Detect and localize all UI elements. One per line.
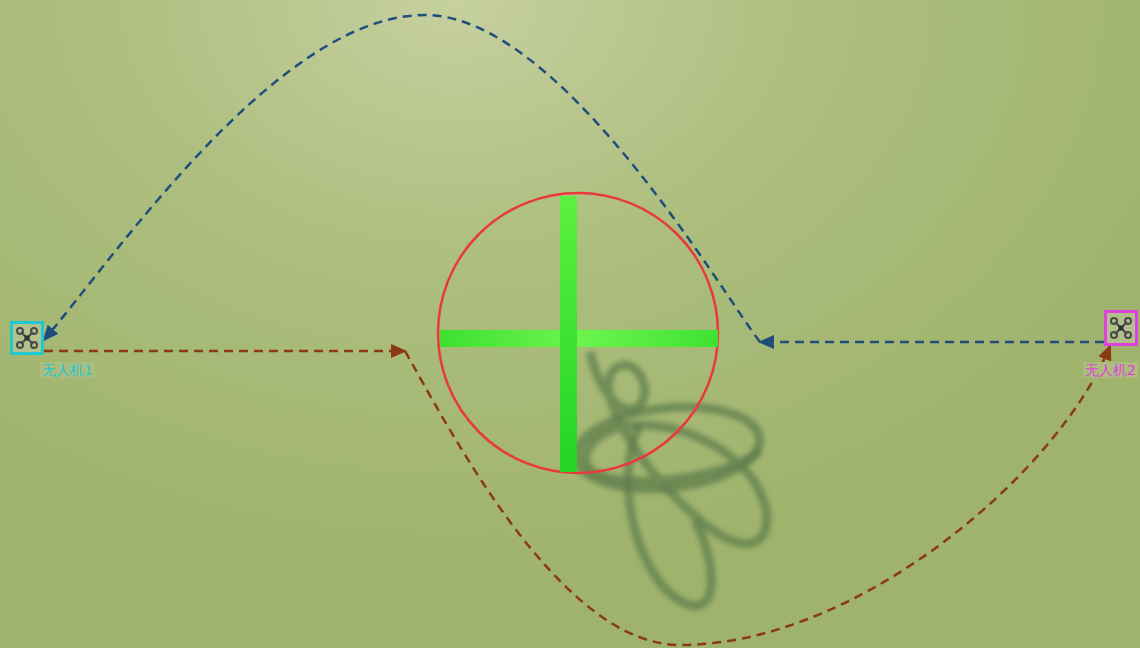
drone-icon: [1107, 313, 1135, 343]
flight-path-segment: [405, 346, 1110, 645]
drone-frame: [10, 321, 44, 355]
drone-label: 无人机1: [40, 362, 95, 378]
drone-icon: [13, 324, 41, 352]
drone-frame: [1104, 310, 1138, 346]
cross-bar: [440, 330, 718, 347]
drone-label: 无人机2: [1083, 362, 1138, 378]
drone-node: 无人机2: [1104, 310, 1138, 346]
target-circle: [438, 193, 718, 473]
flight-path: [44, 346, 1110, 645]
drone-node: 无人机1: [10, 321, 44, 355]
flight-path-segment: [760, 341, 1104, 344]
flight-path: [44, 15, 1104, 342]
flight-path-segment: [44, 15, 760, 342]
flight-path-segment: [44, 350, 405, 353]
cross-bar: [560, 196, 577, 472]
knot-shadow: [572, 352, 767, 606]
